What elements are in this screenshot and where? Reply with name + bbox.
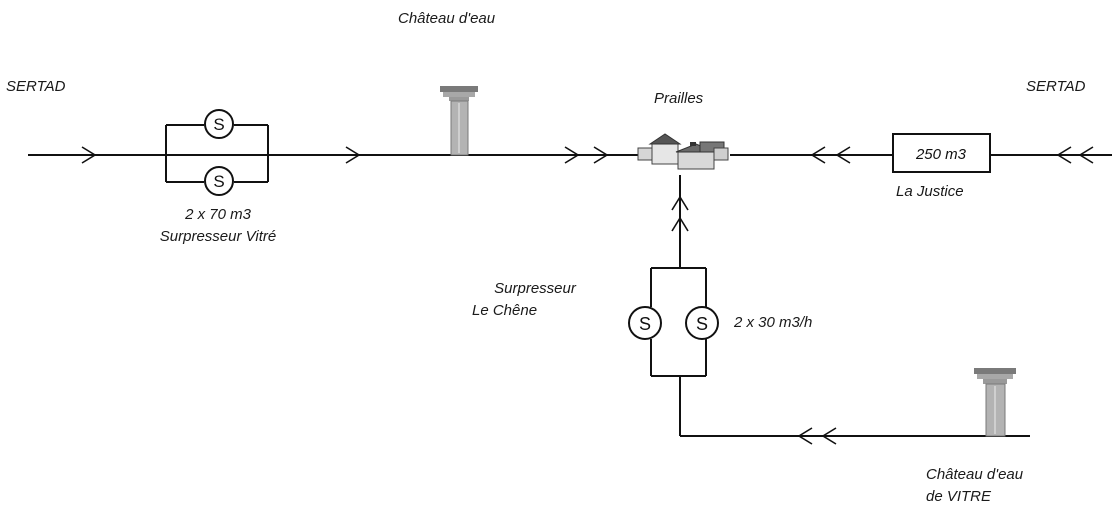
sertad-right-label: SERTAD	[1026, 78, 1086, 95]
reservoir-tank: 250 m3	[892, 133, 991, 173]
vitre-capacity: 2 x 70 m3	[185, 206, 251, 223]
pump-icon: S	[685, 306, 719, 340]
chateau-top-label: Château d'eau	[398, 10, 496, 27]
pump-icon: S	[628, 306, 662, 340]
chene-capacity-label: 2 x 30 m3/h	[734, 314, 813, 331]
sertad-left-label: SERTAD	[6, 78, 66, 95]
village-icon	[637, 133, 729, 170]
flow-arrows	[81, 146, 1094, 445]
chateau-bottom-line2: de VITRE	[926, 488, 992, 505]
pump-symbol: S	[213, 115, 224, 134]
pump-symbol: S	[213, 172, 224, 191]
vitre-name: Surpresseur Vitré	[159, 228, 277, 245]
prailles-label: Prailles	[654, 90, 704, 107]
chateau-bottom-label: Château d'eau de VITRE	[926, 464, 1023, 508]
water-tower-icon	[974, 368, 1016, 437]
pump-icon: S	[204, 109, 234, 139]
la-justice-label: La Justice	[896, 183, 964, 200]
pump-icon: S	[204, 166, 234, 196]
chateau-bottom-line1: Château d'eau	[926, 466, 1024, 483]
chene-line1: Surpresseur	[494, 280, 576, 297]
chene-booster-label: Surpresseur Le Chêne	[470, 278, 600, 322]
water-tower-icon	[440, 86, 478, 156]
vitre-booster-label: 2 x 70 m3 Surpresseur Vitré	[128, 204, 308, 248]
pump-symbol: S	[696, 314, 708, 334]
tank-capacity: 250 m3	[915, 146, 967, 163]
pump-symbol: S	[639, 314, 651, 334]
chene-line2: Le Chêne	[472, 302, 538, 319]
